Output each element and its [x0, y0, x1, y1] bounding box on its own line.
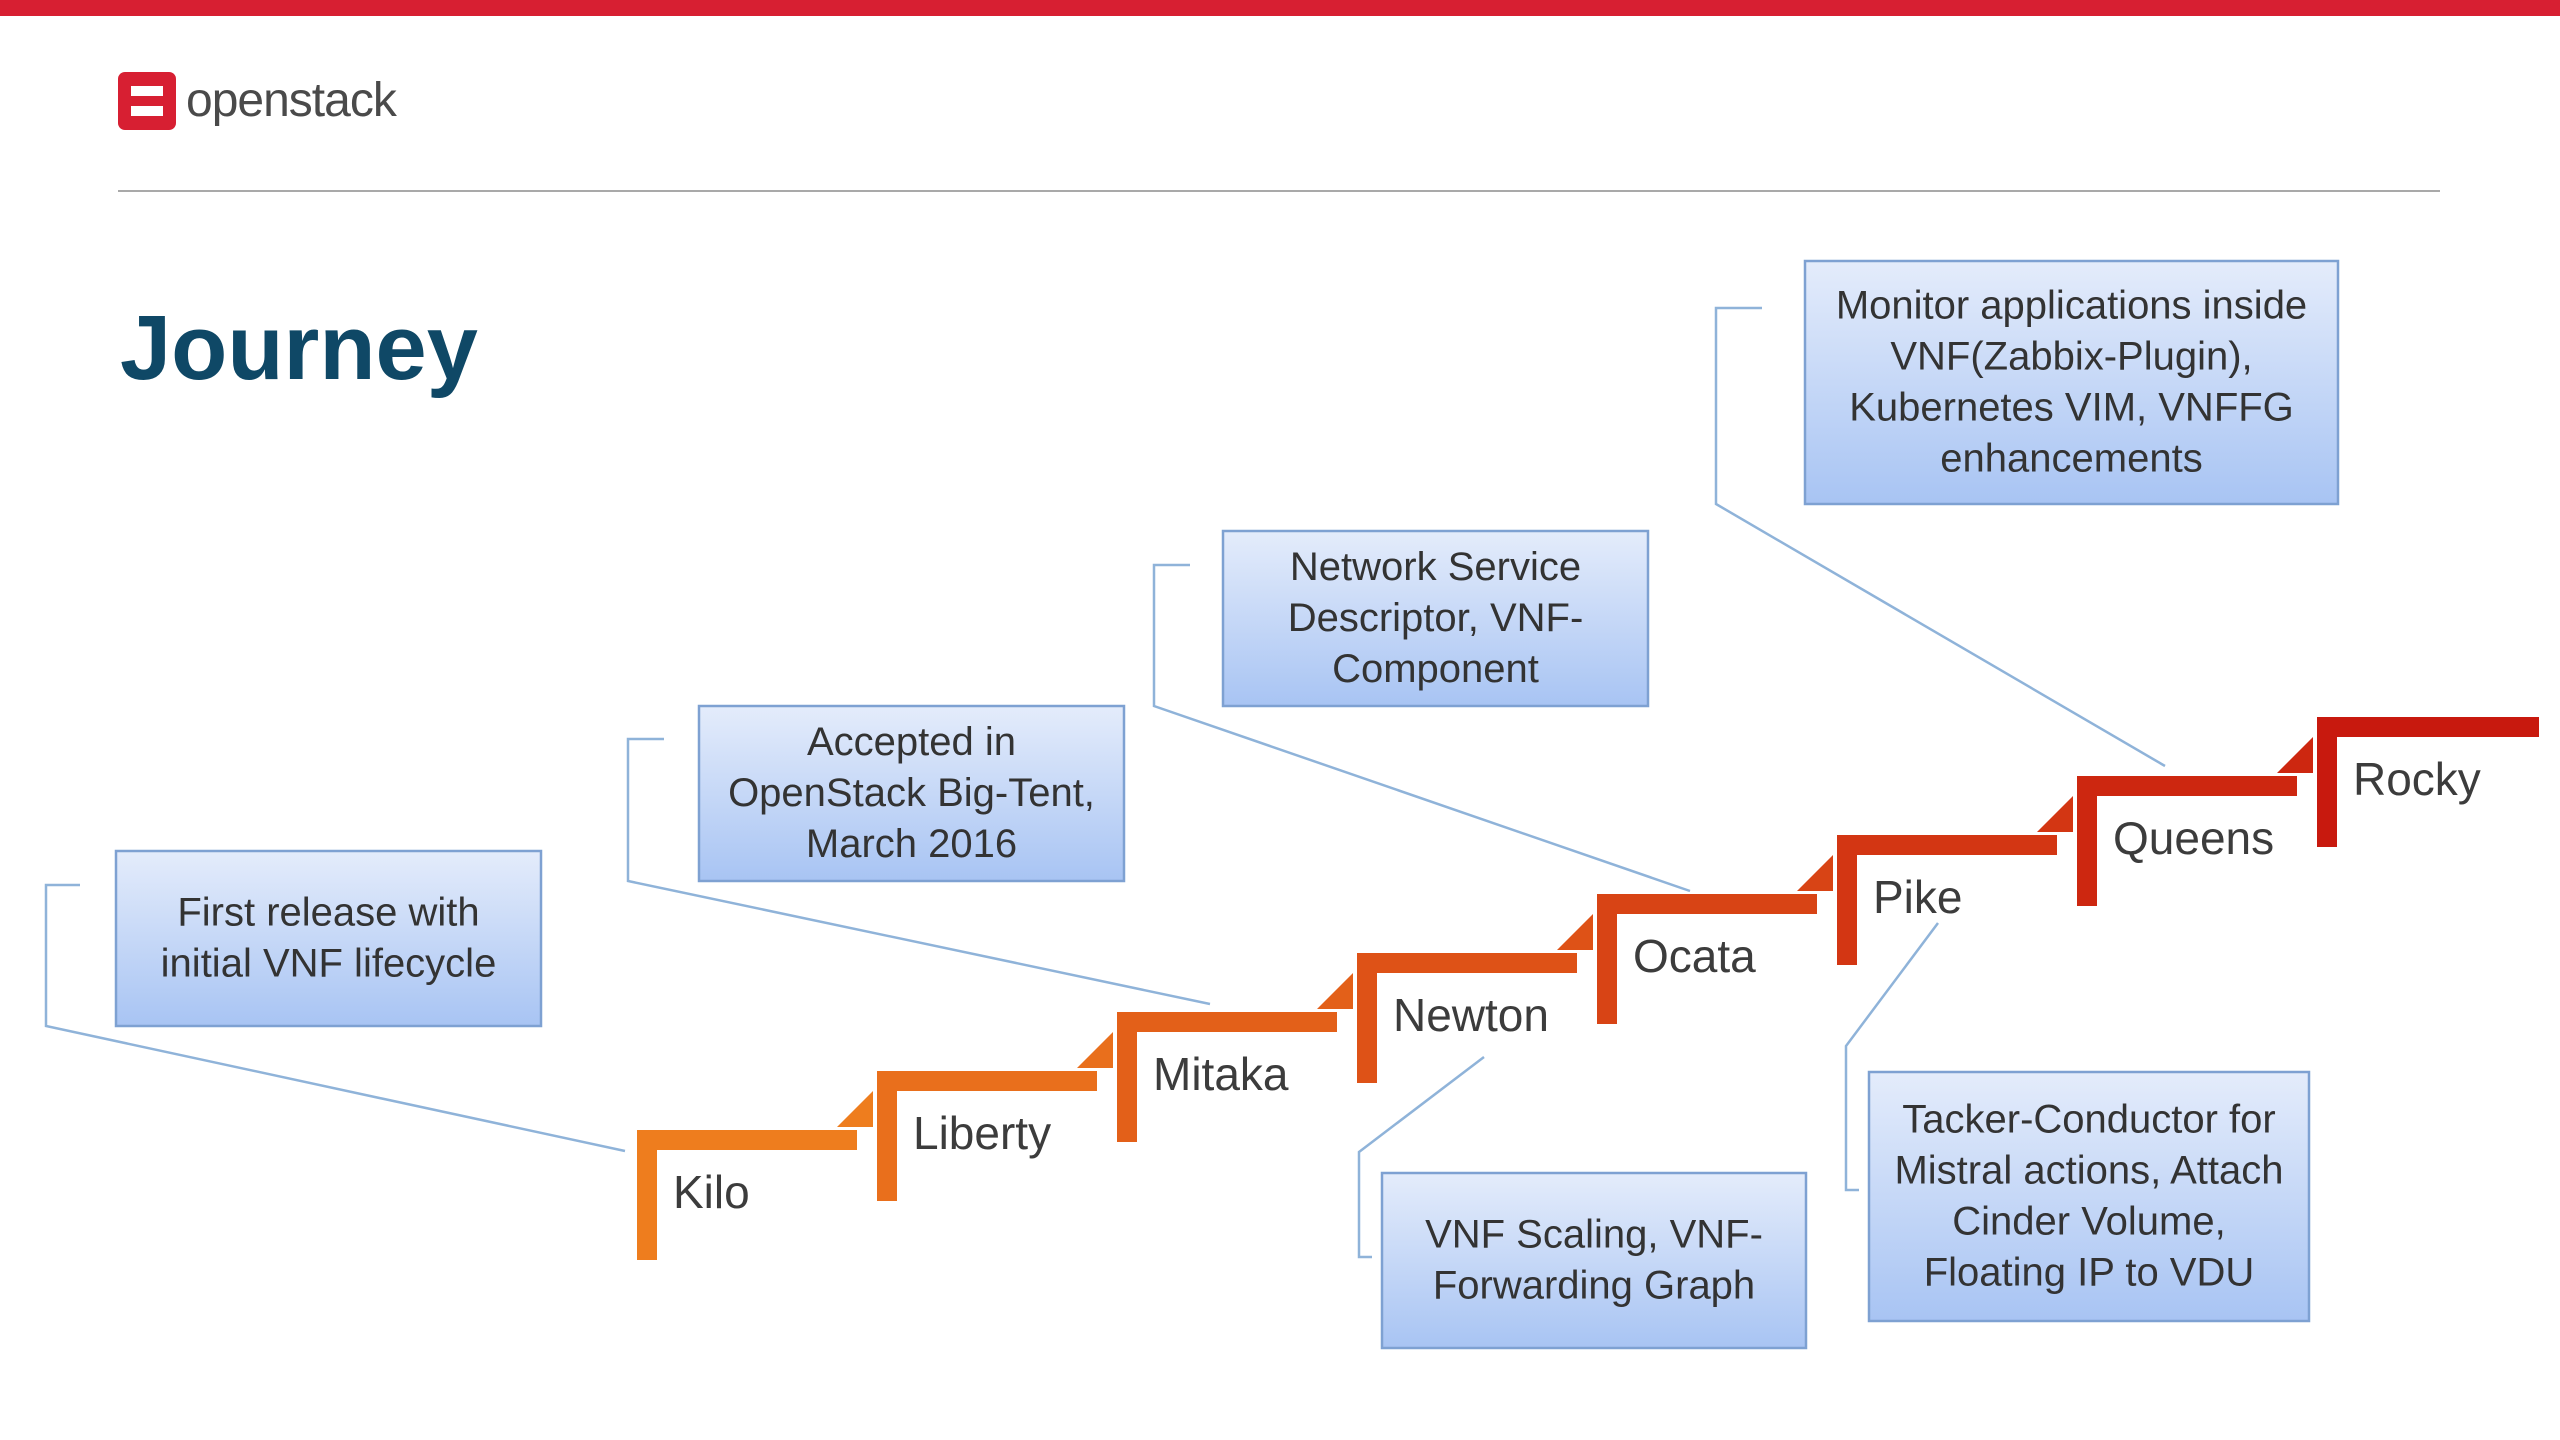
callout-box [1380, 1171, 1808, 1350]
release-label-newton: Newton [1393, 989, 1549, 1041]
callout-boxes: First release with initial VNF lifecycle A… [114, 259, 2340, 1350]
leader-line-kilo [44, 883, 626, 1153]
release-step-rocky: Rocky [2317, 717, 2539, 847]
callout-text-line: Tacker-Conductor for [1902, 1098, 2275, 1142]
release-step-liberty: Liberty [877, 1032, 1113, 1201]
step-tread [1117, 1012, 1337, 1032]
step-riser [1837, 835, 1857, 965]
leader-lines [44, 306, 2166, 1259]
release-steps: Kilo Liberty Mitaka Newton Ocata Pike Queens Ro… [637, 717, 2539, 1260]
leader-line-pike [1844, 922, 1940, 1192]
step-riser [1597, 894, 1617, 1024]
openstack-logo-icon [118, 72, 176, 130]
release-label-rocky: Rocky [2353, 753, 2481, 805]
release-label-mitaka: Mitaka [1153, 1048, 1289, 1100]
release-step-ocata: Ocata [1597, 855, 1833, 1024]
logo-wordmark: openstack [186, 74, 397, 127]
step-tread [1357, 953, 1577, 973]
step-arrow-tip [1797, 855, 1833, 891]
step-tread [1597, 894, 1817, 914]
callout-text-line: First release with [177, 891, 479, 935]
step-arrow-tip [837, 1091, 873, 1127]
release-step-pike: Pike [1837, 796, 2073, 965]
release-step-kilo: Kilo [637, 1091, 873, 1260]
callout-text-line: Monitor applications inside [1836, 284, 2307, 328]
step-tread [2077, 776, 2297, 796]
release-label-queens: Queens [2113, 812, 2274, 864]
callout-text-line: Floating IP to VDU [1924, 1251, 2255, 1295]
header-divider [118, 190, 2440, 192]
step-tread [1837, 835, 2057, 855]
callout-kilo: First release with initial VNF lifecycle [114, 849, 543, 1028]
callout-box [1867, 1070, 2311, 1323]
step-riser [877, 1071, 897, 1201]
callout-text-line: OpenStack Big-Tent, [728, 771, 1095, 815]
callout-text-line: initial VNF lifecycle [161, 942, 497, 986]
callout-text-line: Kubernetes VIM, VNFFG [1849, 386, 2294, 430]
step-riser [1357, 953, 1377, 1083]
callout-text-line: Mistral actions, Attach [1894, 1149, 2283, 1193]
callout-text-line: enhancements [1940, 437, 2202, 481]
callout-mitaka: Accepted in OpenStack Big-Tent, March 2016 [697, 704, 1126, 883]
callout-text-line: VNF(Zabbix-Plugin), [1890, 335, 2252, 379]
callout-text-line: Accepted in [807, 720, 1016, 764]
callout-box [1221, 529, 1650, 708]
callout-text-line: Descriptor, VNF- [1288, 596, 1584, 640]
leader-line-newton [1357, 1056, 1485, 1259]
step-arrow-tip [2037, 796, 2073, 832]
callout-text-line: Network Service [1290, 545, 1581, 589]
step-tread [2317, 717, 2539, 737]
step-arrow-tip [1557, 914, 1593, 950]
step-riser [2317, 717, 2337, 847]
release-label-liberty: Liberty [913, 1107, 1051, 1159]
openstack-logo: openstack [118, 72, 397, 130]
release-step-mitaka: Mitaka [1117, 973, 1353, 1142]
step-tread [637, 1130, 857, 1150]
callout-text-line: Cinder Volume, [1952, 1200, 2225, 1244]
page-title: Journey [120, 297, 478, 399]
step-riser [1117, 1012, 1137, 1142]
release-label-kilo: Kilo [673, 1166, 750, 1218]
callout-text-line: March 2016 [806, 822, 1017, 866]
release-step-newton: Newton [1357, 914, 1593, 1083]
top-accent-bar [0, 0, 2560, 16]
step-tread [877, 1071, 1097, 1091]
callout-box [697, 704, 1126, 883]
callout-text-line: VNF Scaling, VNF- [1425, 1213, 1763, 1257]
callout-text-line: Forwarding Graph [1433, 1264, 1755, 1308]
leader-line-ocata [1152, 563, 1691, 893]
step-riser [2077, 776, 2097, 906]
release-step-queens: Queens [2077, 737, 2313, 906]
release-label-pike: Pike [1873, 871, 1962, 923]
step-riser [637, 1130, 657, 1260]
step-arrow-tip [1077, 1032, 1113, 1068]
callout-newton: VNF Scaling, VNF- Forwarding Graph [1380, 1171, 1808, 1350]
leader-line-queens [1714, 306, 2166, 768]
step-arrow-tip [2277, 737, 2313, 773]
callout-queens: Monitor applications insideVNF(Zabbix-Pl… [1803, 259, 2340, 506]
callout-text-line: Component [1332, 647, 1539, 691]
callout-box [1803, 259, 2340, 506]
callout-box [114, 849, 543, 1028]
release-label-ocata: Ocata [1633, 930, 1756, 982]
step-arrow-tip [1317, 973, 1353, 1009]
leader-line-mitaka [626, 737, 1211, 1006]
